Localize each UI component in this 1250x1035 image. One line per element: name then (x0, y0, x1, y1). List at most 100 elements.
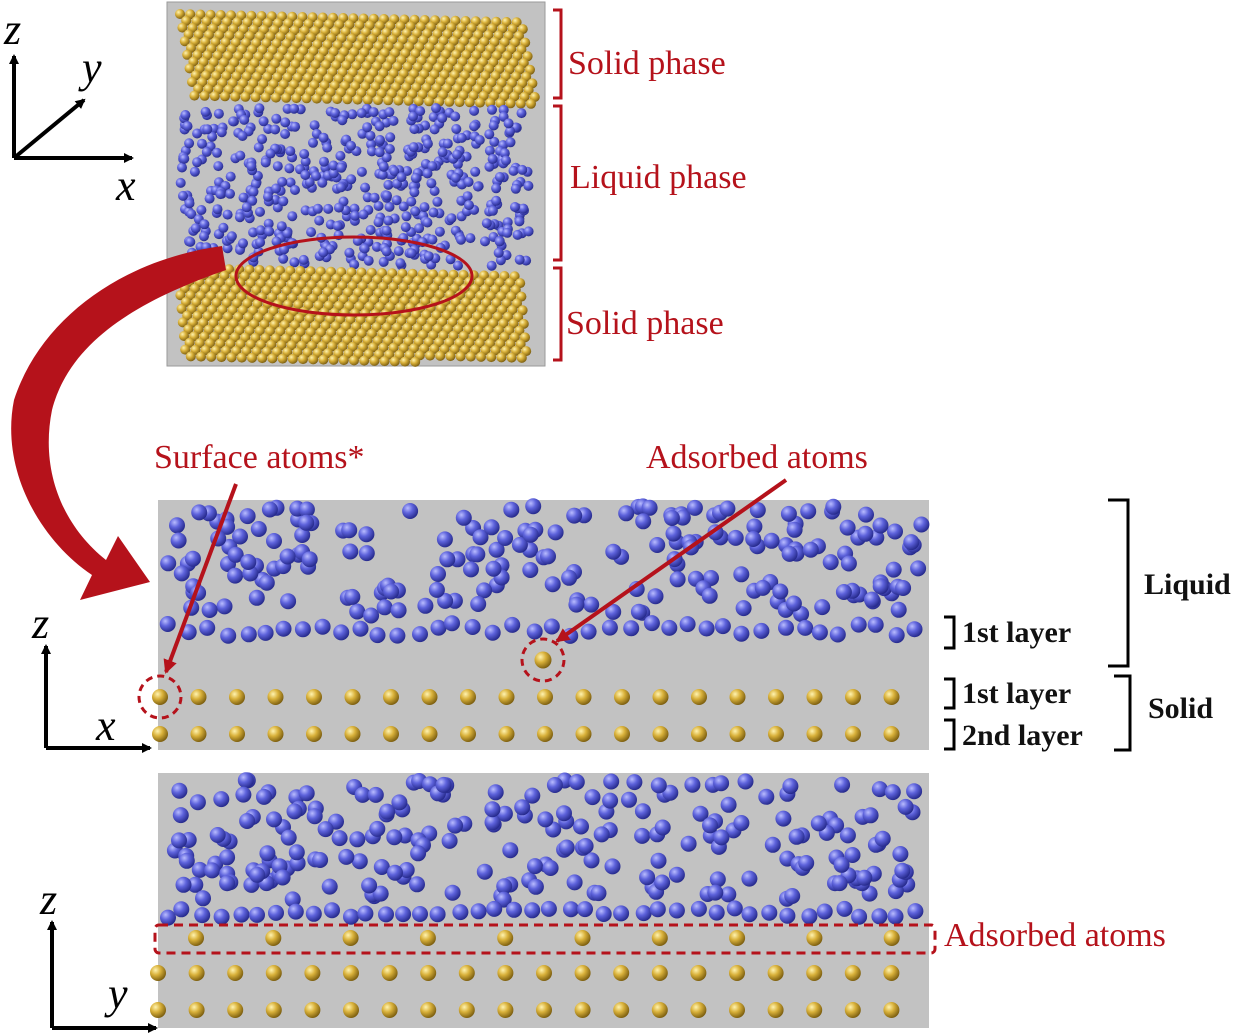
liquid-atom (701, 587, 718, 604)
solid-atom (729, 965, 745, 981)
liquid-atom (178, 190, 188, 201)
liquid-atom (514, 254, 525, 265)
liquid-atom (318, 247, 329, 258)
liquid-atom (595, 906, 612, 922)
liquid-atom (274, 869, 291, 886)
solid-atom (845, 689, 861, 705)
solid-atom (271, 92, 281, 103)
liquid-atom (309, 120, 320, 131)
liquid-atom (389, 627, 406, 644)
liquid-atom (464, 619, 481, 635)
liquid-atom (317, 821, 334, 838)
solid-atom (883, 1002, 900, 1018)
axis-z-label-bot: z (39, 875, 57, 924)
solid-atom (729, 1002, 745, 1018)
solid-atom (226, 352, 237, 363)
liquid-atom (639, 869, 656, 886)
liquid-atom (358, 545, 375, 562)
liquid-atom (707, 884, 724, 901)
liquid-atom (249, 866, 266, 883)
liquid-atom (171, 782, 188, 799)
liquid-atom (379, 803, 396, 820)
liquid-atom (366, 146, 377, 157)
liquid-atom (483, 519, 500, 536)
solid-atom (883, 965, 900, 981)
liquid-atom (207, 131, 218, 142)
solid-atom (768, 726, 784, 742)
solid-atom (424, 96, 434, 107)
liquid-atom (362, 122, 373, 133)
liquid-atom (583, 852, 600, 869)
liquid-atom (741, 906, 758, 923)
solid-atom (806, 726, 823, 742)
solid-atom (206, 351, 217, 362)
liquid-atom (431, 103, 441, 114)
liquid-atom (566, 507, 583, 524)
liquid-atom (488, 120, 499, 131)
liquid-atom (441, 832, 458, 849)
liquid-atom (872, 578, 889, 595)
solid-atom (250, 92, 261, 103)
liquid-atom (369, 627, 386, 644)
liquid-atom (556, 805, 572, 822)
liquid-atom (171, 832, 187, 849)
liquid-atom (514, 216, 525, 227)
liquid-atom (426, 178, 437, 189)
liquid-atom (784, 888, 801, 904)
solid-atom (152, 689, 168, 705)
liquid-atom (781, 545, 798, 562)
solid-label: Solid (1148, 692, 1213, 725)
liquid-atom (527, 858, 543, 875)
solid-atom (465, 351, 476, 362)
liquid-atom (187, 876, 204, 893)
liquid-atom (568, 596, 585, 613)
solid-atom (227, 965, 244, 981)
liquid-atom (344, 588, 361, 605)
liquid-atom (360, 182, 371, 193)
liquid-atom (473, 181, 483, 192)
liquid-atom (270, 124, 281, 135)
liquid-atom (605, 603, 622, 620)
liquid-atom (213, 791, 230, 808)
liquid-atom (381, 246, 392, 257)
liquid-atom (432, 196, 443, 207)
solid-atom (343, 965, 359, 981)
liquid-atom (263, 218, 274, 229)
liquid-atom (387, 864, 403, 881)
solid-atom (352, 94, 363, 105)
liquid-atom (408, 111, 418, 122)
liquid-atom (238, 192, 249, 203)
solid-atom (844, 1002, 861, 1018)
solid-atom (229, 689, 245, 705)
adsorbed-atom (265, 930, 282, 946)
solid-atom (373, 95, 383, 106)
liquid-atom (822, 554, 839, 571)
liquid-atom (201, 602, 218, 618)
liquid-atom (239, 114, 250, 125)
middle-solid-atoms (152, 689, 900, 742)
liquid-atom (356, 108, 367, 119)
liquid-atom (290, 185, 300, 195)
liquid-atom (470, 596, 487, 612)
liquid-atom (169, 517, 185, 534)
solid-atom (435, 350, 446, 361)
liquid-atom (298, 785, 315, 802)
liquid-atom (381, 152, 392, 163)
liquid-atom (172, 807, 189, 824)
liquid-atom (289, 103, 300, 114)
liquid-atom (761, 904, 778, 921)
liquid-atom (184, 138, 195, 149)
solid-atom (455, 351, 466, 362)
liquid-atom (268, 904, 284, 921)
solid-atom (344, 689, 361, 705)
liquid-atom (511, 536, 528, 553)
liquid-atom (512, 229, 523, 240)
liquid-atom (280, 829, 297, 846)
liquid-atom (384, 201, 395, 212)
liquid-atom (414, 223, 425, 234)
solid-atom (460, 726, 476, 742)
solid-atom (188, 965, 205, 981)
liquid-atom (377, 169, 388, 180)
solid-bracket-right (1114, 674, 1132, 752)
